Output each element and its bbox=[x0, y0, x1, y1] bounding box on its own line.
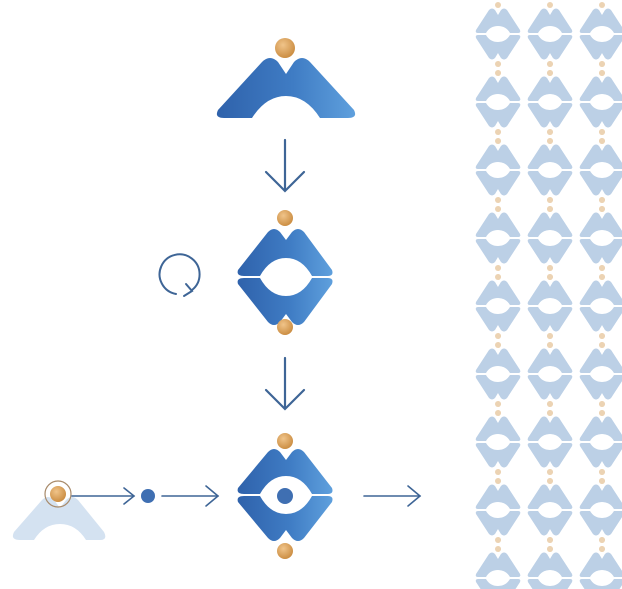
arrow-to-dot bbox=[71, 487, 136, 505]
m-shape bbox=[216, 58, 356, 118]
m-shape-lower bbox=[237, 496, 333, 541]
arrow-down-1 bbox=[264, 138, 306, 193]
center-blue-dot bbox=[277, 488, 293, 504]
m-shape-faded bbox=[12, 497, 106, 540]
m-shape-lower bbox=[237, 278, 333, 325]
arrow-to-final-logo bbox=[161, 485, 220, 507]
step-2-logo-pair bbox=[237, 210, 333, 335]
logo-pattern-panel bbox=[472, 0, 622, 589]
m-shape-upper bbox=[237, 229, 333, 276]
gold-dot-bottom bbox=[277, 543, 293, 559]
rotation-cycle-icon bbox=[158, 253, 201, 297]
highlight-ring bbox=[44, 480, 72, 508]
gold-dot-top bbox=[277, 433, 293, 449]
step-3-logo-final bbox=[237, 433, 333, 559]
m-shape-upper bbox=[237, 449, 333, 494]
arrow-to-pattern bbox=[363, 485, 422, 507]
gold-dot bbox=[50, 486, 66, 502]
small-dot-node bbox=[141, 489, 155, 503]
step-1-logo bbox=[216, 38, 356, 118]
arrow-down-2 bbox=[264, 356, 306, 411]
faded-logo-source bbox=[12, 480, 106, 540]
gold-dot-bottom bbox=[277, 319, 293, 335]
gold-dot bbox=[275, 38, 295, 58]
gold-dot-top bbox=[277, 210, 293, 226]
